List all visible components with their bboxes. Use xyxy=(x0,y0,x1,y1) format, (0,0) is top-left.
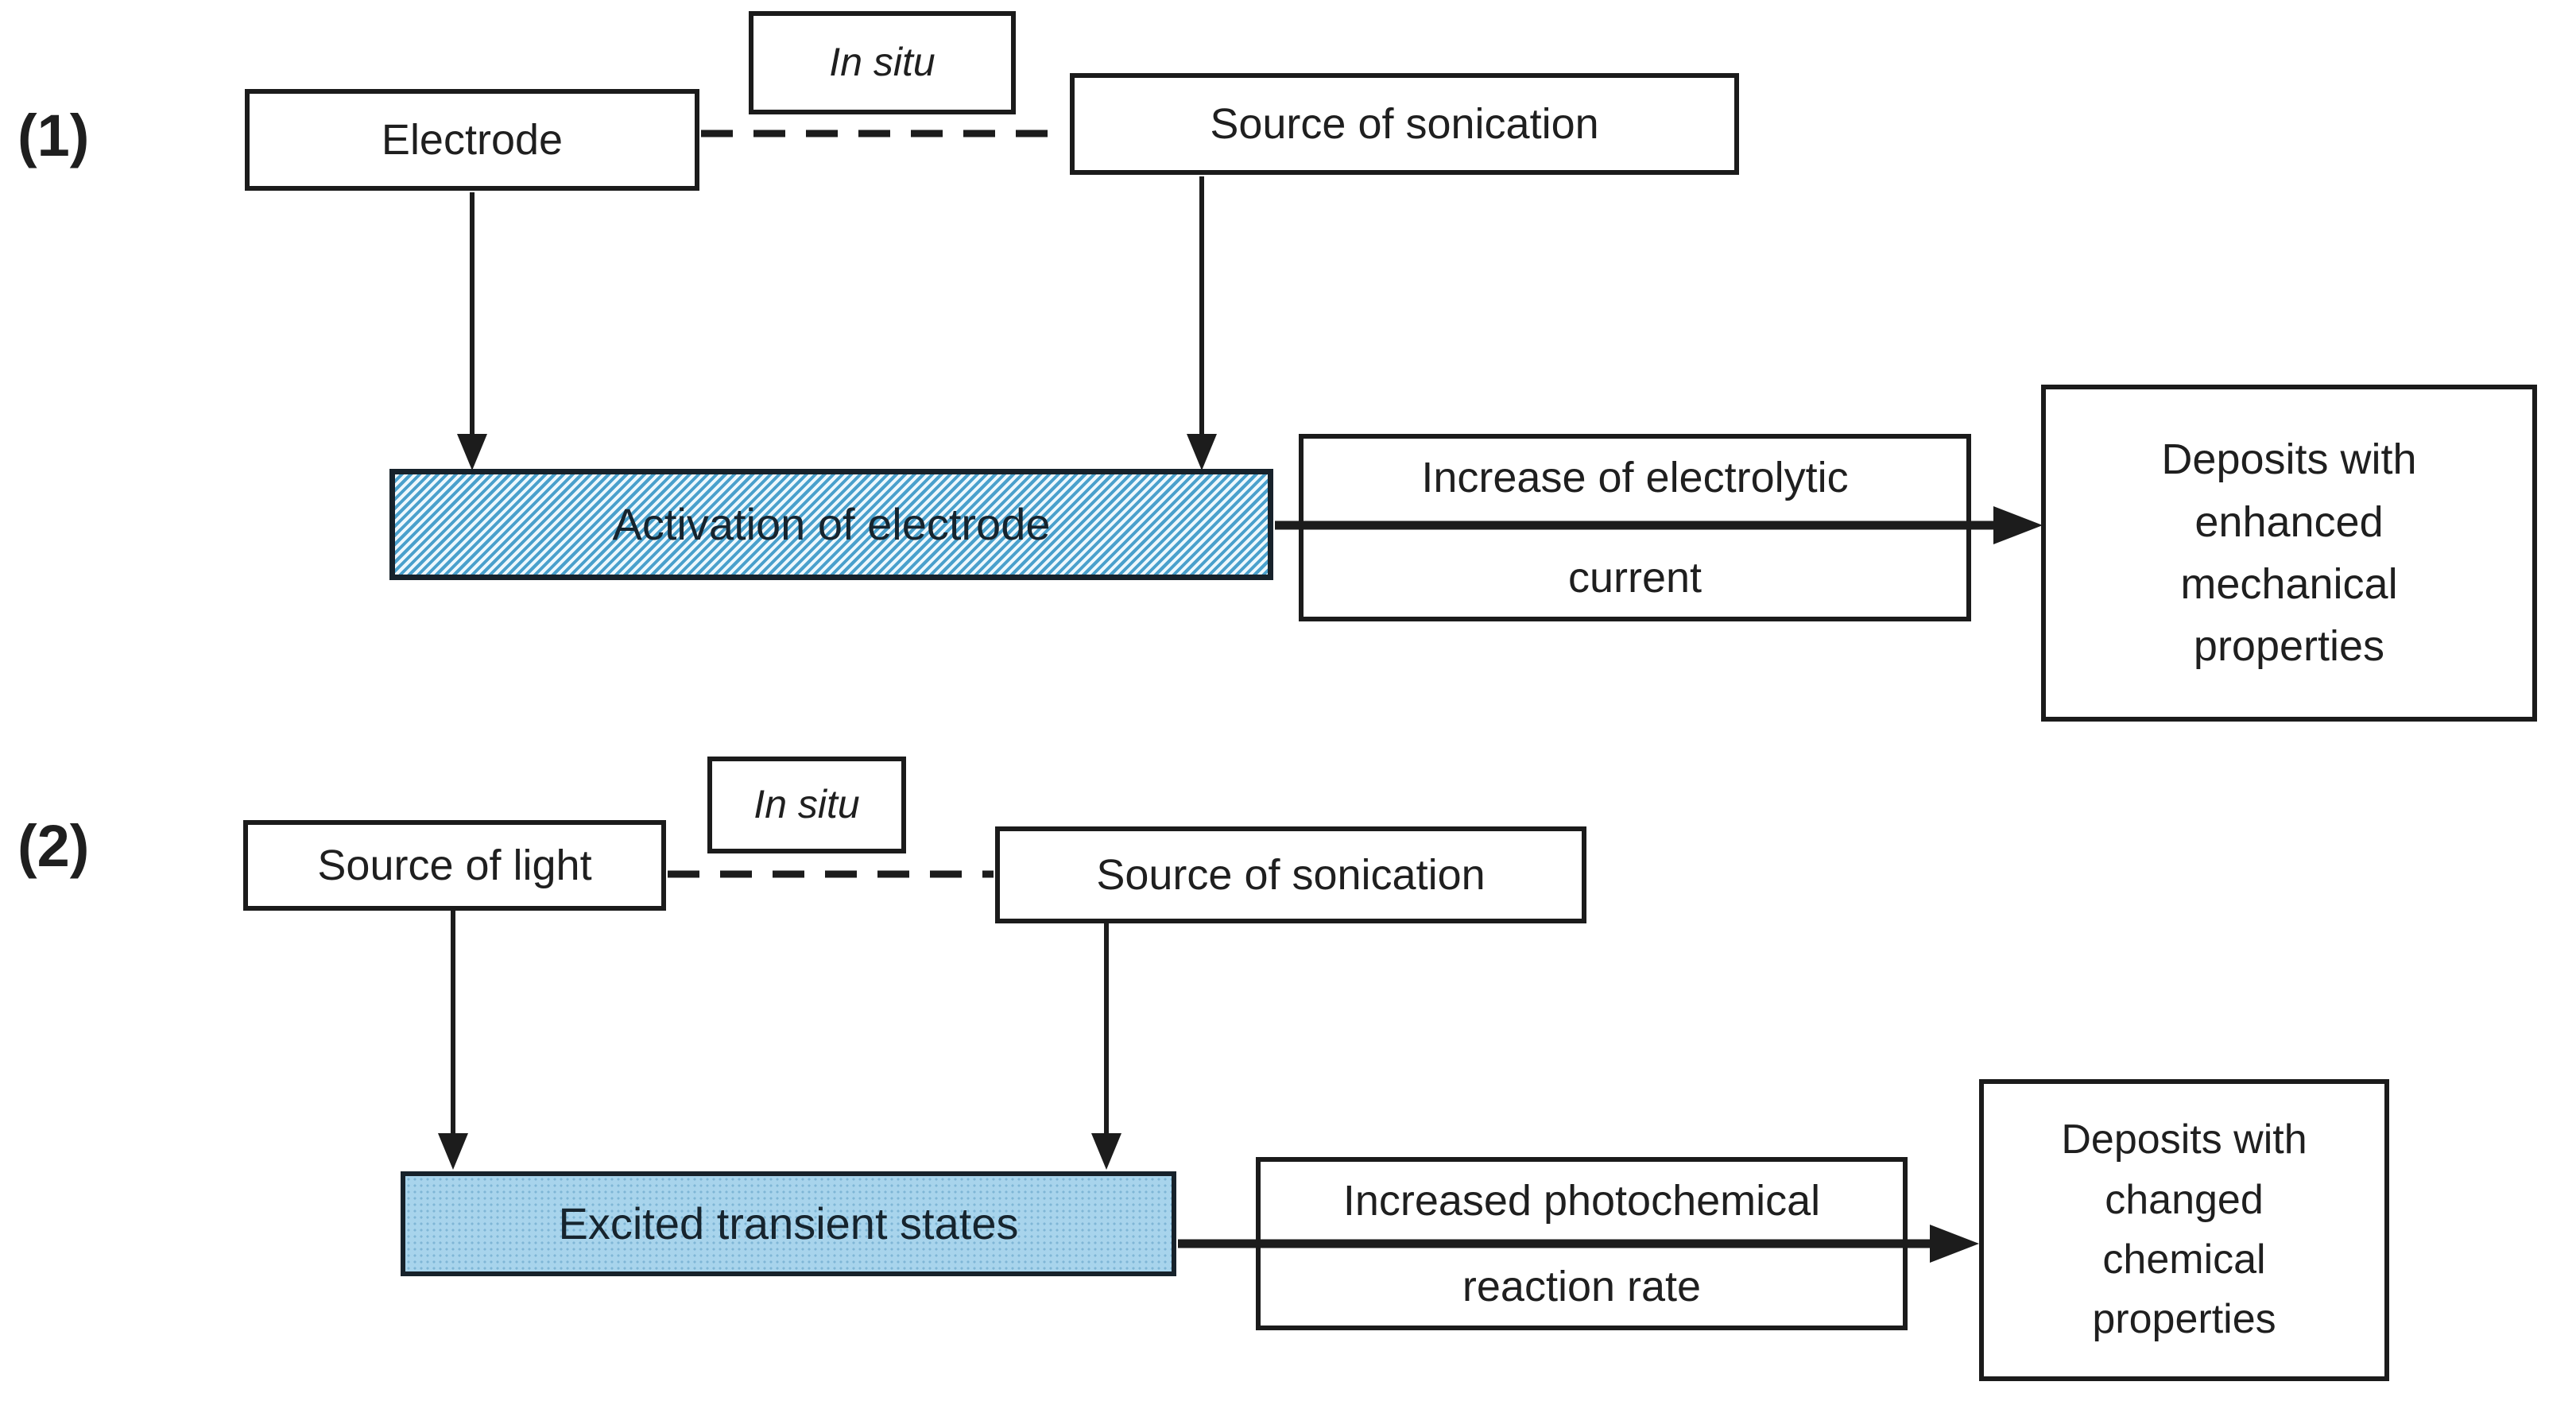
row1-deposits-line2: enhanced xyxy=(2194,497,2384,546)
row1-increase-box: Increase of electrolytic current xyxy=(1299,434,1971,621)
row1-in-situ-box: In situ xyxy=(749,11,1016,114)
row2-sonication-label: Source of sonication xyxy=(1096,850,1486,899)
row2-deposits-line2: changed xyxy=(2105,1176,2264,1223)
arrow-electrode-to-activation-head xyxy=(457,434,487,470)
row2-increase-line1: Increased photochemical xyxy=(1342,1177,1821,1225)
row2-increase-box: Increased photochemical reaction rate xyxy=(1256,1157,1908,1330)
row2-excited-label: Excited transient states xyxy=(558,1198,1019,1248)
row1-deposits-line3: mechanical xyxy=(2180,560,2398,608)
row2-in-situ-label: In situ xyxy=(753,782,860,827)
row2-sonication-box: Source of sonication xyxy=(995,826,1586,923)
row1-electrode-label: Electrode xyxy=(381,115,564,164)
row2-deposits-line1: Deposits with xyxy=(2061,1117,2307,1163)
arrow-sonication2-to-excited-head xyxy=(1091,1133,1121,1170)
row2-deposits-line3: chemical xyxy=(2102,1237,2266,1283)
row1-index-label: (1) xyxy=(17,103,90,168)
row1-deposits-line4: properties xyxy=(2193,622,2385,671)
row1-increase-line2: current xyxy=(1567,553,1702,602)
row1-sonication-box: Source of sonication xyxy=(1070,73,1739,175)
row2-deposits-box: Deposits with changed chemical propertie… xyxy=(1979,1079,2389,1381)
row2-deposits-line4: properties xyxy=(2092,1296,2276,1343)
row2-in-situ-box: In situ xyxy=(707,757,906,853)
row2-excited-box: Excited transient states xyxy=(401,1171,1176,1276)
arrow-sonication1-to-activation-head xyxy=(1187,434,1217,470)
arrow-light-to-excited-head xyxy=(438,1133,468,1170)
arrow-activation-to-deposits-head xyxy=(1993,506,2043,544)
row1-activation-box: Activation of electrode xyxy=(389,469,1273,580)
row1-in-situ-label: In situ xyxy=(829,40,935,85)
row2-index-label: (2) xyxy=(17,813,90,879)
row1-increase-line1: Increase of electrolytic xyxy=(1421,454,1849,501)
row2-increase-line2: reaction rate xyxy=(1462,1262,1702,1310)
row1-activation-label: Activation of electrode xyxy=(612,498,1051,549)
arrow-excited-to-deposits-head xyxy=(1930,1225,1979,1263)
row1-electrode-box: Electrode xyxy=(245,89,699,191)
row1-deposits-line1: Deposits with xyxy=(2161,435,2417,484)
row1-sonication-label: Source of sonication xyxy=(1210,99,1599,148)
row2-light-label: Source of light xyxy=(317,841,592,889)
row2-light-box: Source of light xyxy=(243,820,666,911)
row1-deposits-box: Deposits with enhanced mechanical proper… xyxy=(2041,385,2537,722)
